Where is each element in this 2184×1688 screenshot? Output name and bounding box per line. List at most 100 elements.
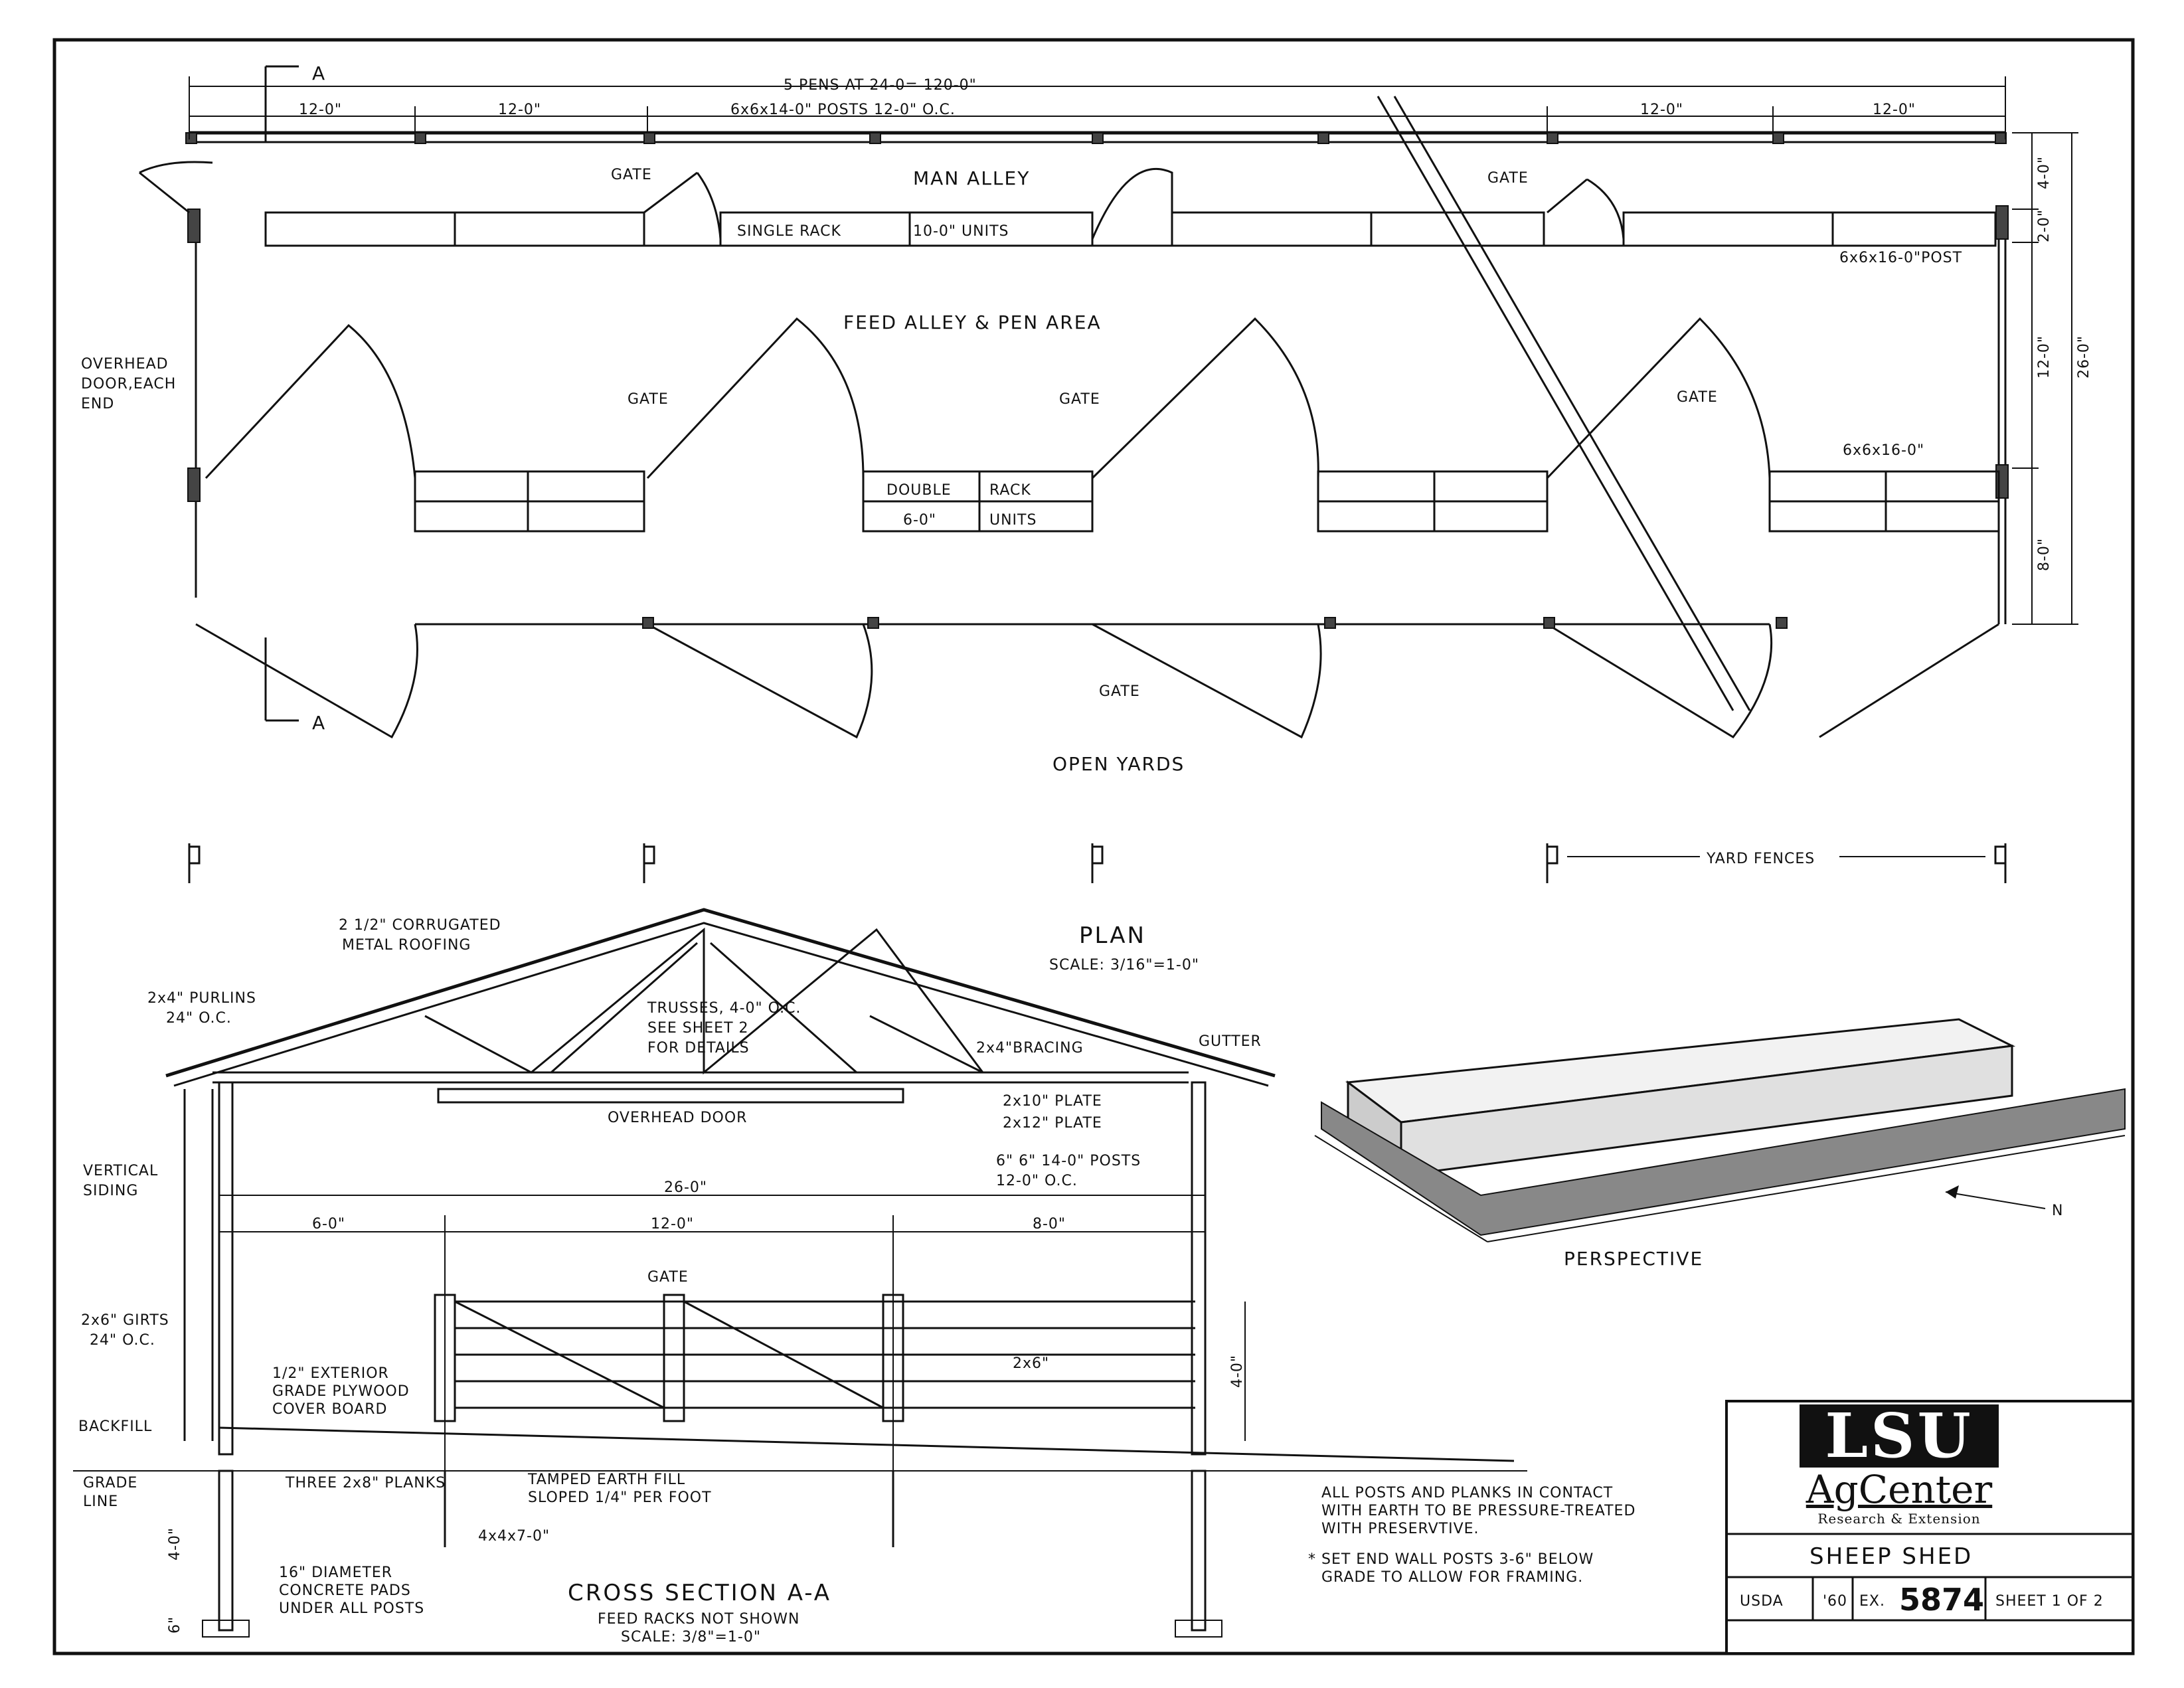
section-subtitle: FEED RACKS NOT SHOWN (598, 1611, 799, 1628)
dim-4-below: 4-0" (167, 1527, 183, 1561)
perspective-view (1314, 1018, 2126, 1242)
overhead-door-label: OVERHEAD DOOR (608, 1110, 747, 1126)
open-yards-label: OPEN YARDS (1052, 753, 1185, 775)
tamped-1: TAMPED EARTH FILL (527, 1472, 685, 1488)
lsu-agcenter-logo: LSU AgCenter Research & Extension (1800, 1404, 1999, 1527)
plywood-3: COVER BOARD (272, 1401, 387, 1418)
sheet-border (52, 38, 2135, 1655)
planks-label: THREE 2x8" PLANKS (285, 1475, 446, 1491)
pads-3: UNDER ALL POSTS (279, 1600, 424, 1617)
dim-12-b: 12-0" (498, 102, 541, 118)
purlins-1: 2x4" PURLINS (147, 990, 256, 1007)
trusses-1: TRUSSES, 4-0" O.C. (647, 1000, 801, 1017)
girts-2: 24" O.C. (90, 1332, 155, 1349)
double-units-a: 6-0" (903, 512, 936, 529)
overhead-door-2: DOOR,EACH (81, 376, 176, 392)
backfill-label: BACKFILL (78, 1418, 152, 1435)
note-line-4: * SET END WALL POSTS 3-6" BELOW (1308, 1551, 1594, 1568)
posts-label-2: 12-0" O.C. (996, 1173, 1078, 1189)
dim-6-pad: 6" (167, 1616, 183, 1634)
posts-4x4: 4x4x7-0" (478, 1528, 550, 1545)
sheet-label: SHEET 1 OF 2 (1995, 1593, 2104, 1610)
posts-label-1: 6" 6" 14-0" POSTS (996, 1153, 1141, 1169)
dim-12-a: 12-0" (299, 102, 342, 118)
post-16b-label: 6x6x16-0" (1843, 442, 1924, 459)
dim-26: 26-0" (664, 1179, 707, 1196)
rack-units-label: 10-0" UNITS (913, 223, 1009, 240)
gate-label-2: GATE (1487, 170, 1529, 187)
trusses-3: FOR DETAILS (647, 1040, 750, 1056)
note-line-1: ALL POSTS AND PLANKS IN CONTACT (1321, 1485, 1613, 1501)
dim-r-8: 8-0" (2036, 538, 2053, 571)
grade-1: GRADE (83, 1475, 137, 1491)
section-scale: SCALE: 3/8"=1-0" (621, 1629, 761, 1646)
gate-label-6: GATE (1099, 683, 1140, 700)
plate-10-label: 2x10" PLATE (1003, 1093, 1102, 1110)
man-alley-label: MAN ALLEY (913, 167, 1030, 189)
dim-r-26: 26-0" (2076, 335, 2092, 379)
gate-label-4: GATE (1059, 391, 1100, 408)
plywood-1: 1/2" EXTERIOR (272, 1365, 389, 1382)
double-units-b: UNITS (989, 512, 1037, 529)
note-line-5: GRADE TO ALLOW FOR FRAMING. (1321, 1569, 1583, 1586)
cross-section (73, 908, 1527, 1638)
logo-lsu-text: LSU (1800, 1404, 1999, 1468)
section-title: CROSS SECTION A-A (568, 1580, 831, 1606)
double-rack-a: DOUBLE (886, 482, 952, 499)
ex-label: EX. (1859, 1593, 1885, 1610)
trusses-2: SEE SHEET 2 (647, 1020, 749, 1037)
dim-8: 8-0" (1033, 1216, 1066, 1232)
plywood-2: GRADE PLYWOOD (272, 1383, 410, 1400)
logo-agcenter-text: AgCenter (1806, 1467, 1993, 1512)
dim-6: 6-0" (312, 1216, 345, 1232)
yard-fences-label: YARD FENCES (1706, 851, 1815, 867)
posts-note: 6x6x14-0" POSTS 12-0" O.C. (730, 102, 956, 118)
overhead-door-1: OVERHEAD (81, 356, 169, 373)
drawing-title: SHEEP SHED (1809, 1543, 1973, 1570)
plan-title: PLAN (1079, 922, 1146, 949)
section-marker-top: A (312, 62, 326, 84)
purlins-2: 24" O.C. (166, 1010, 232, 1027)
year-label: '60 (1823, 1593, 1847, 1610)
perspective-title: PERSPECTIVE (1564, 1248, 1703, 1270)
dim-r-12: 12-0" (2036, 335, 2053, 379)
dim-12-c: 12-0" (1640, 102, 1683, 118)
siding-1: VERTICAL (83, 1163, 158, 1179)
tamped-2: SLOPED 1/4" PER FOOT (528, 1489, 712, 1506)
logo-tagline: Research & Extension (1817, 1511, 1981, 1527)
pads-2: CONCRETE PADS (279, 1582, 411, 1599)
gate-label-1: GATE (611, 167, 652, 183)
north-arrow-label: N (2052, 1203, 2063, 1219)
plan-scale: SCALE: 3/16"=1-0" (1049, 957, 1199, 973)
siding-2: SIDING (83, 1183, 138, 1199)
dim-12: 12-0" (651, 1216, 694, 1232)
gutter-label: GUTTER (1199, 1033, 1262, 1050)
gate-label-5: GATE (1677, 389, 1718, 406)
girts-1: 2x6" GIRTS (81, 1312, 169, 1329)
roofing-2: METAL ROOFING (342, 937, 471, 954)
dim-r-2: 2-0" (2036, 209, 2053, 242)
dim-4: 4-0" (1229, 1355, 1246, 1388)
plan-view (139, 65, 2078, 883)
section-marker-bottom: A (312, 712, 326, 734)
gate-label-3: GATE (628, 391, 669, 408)
grade-2: LINE (83, 1493, 118, 1510)
note-line-2: WITH EARTH TO BE PRESSURE-TREATED (1321, 1503, 1636, 1519)
dim-12-d: 12-0" (1873, 102, 1916, 118)
note-line-3: WITH PRESERVTIVE. (1321, 1521, 1479, 1537)
board-2x6: 2x6" (1013, 1355, 1049, 1372)
feed-alley-label: FEED ALLEY & PEN AREA (843, 311, 1102, 333)
single-rack-label: SINGLE RACK (737, 223, 841, 240)
plate-12-label: 2x12" PLATE (1003, 1115, 1102, 1132)
dim-r-4: 4-0" (2036, 156, 2053, 189)
bracing-label: 2x4"BRACING (976, 1040, 1084, 1056)
agency-label: USDA (1740, 1593, 1784, 1610)
double-rack-b: RACK (989, 482, 1031, 499)
overall-dim: 5 PENS AT 24-0= 120-0" (784, 77, 977, 94)
pads-1: 16" DIAMETER (279, 1564, 392, 1581)
drawing-number: 5874 (1899, 1582, 1984, 1618)
roofing-1: 2 1/2" CORRUGATED (339, 917, 501, 934)
overhead-door-3: END (81, 396, 114, 412)
post-16-label: 6x6x16-0"POST (1839, 250, 1962, 266)
gate-label: GATE (647, 1269, 689, 1286)
